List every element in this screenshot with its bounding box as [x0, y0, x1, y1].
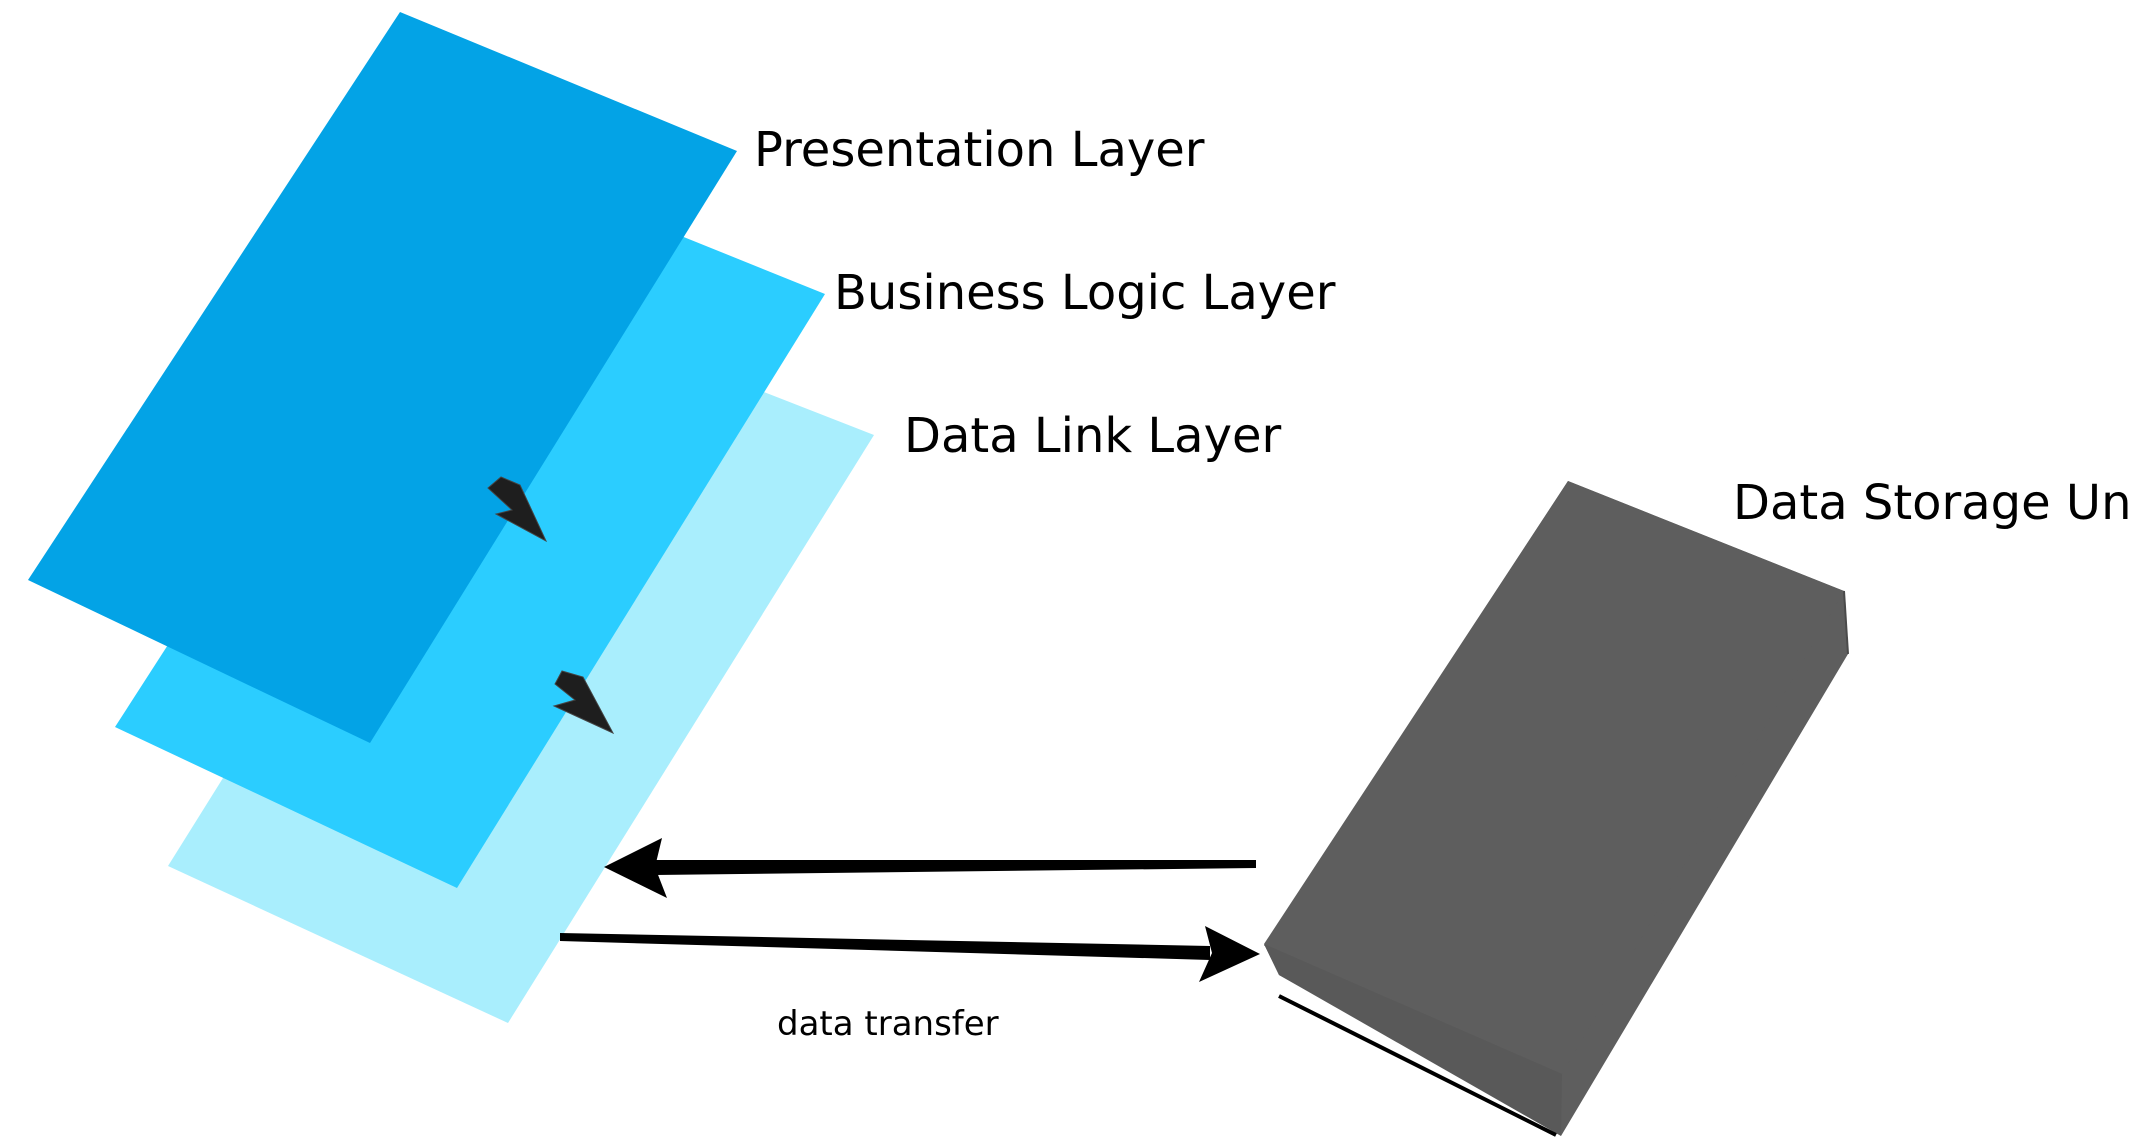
data-storage-unit-label: Data Storage Unit	[1733, 475, 2133, 531]
presentation-layer-label: Presentation Layer	[754, 122, 1205, 178]
storage-right-edge	[1843, 590, 1849, 655]
presentation-layer-plane	[28, 12, 737, 743]
storage-main-face	[1264, 481, 1844, 1074]
arrow-left-head-icon	[604, 838, 667, 898]
arrow-right-head-icon	[1199, 926, 1260, 982]
arrow-storage-to-datalink	[604, 838, 1256, 898]
business-logic-layer-label: Business Logic Layer	[834, 265, 1336, 321]
arrow-right-shaft	[560, 933, 1210, 960]
data-link-layer-label: Data Link Layer	[904, 408, 1282, 464]
storage-front-bevel	[1264, 944, 1562, 1136]
storage-bottom-edge	[1278, 994, 1557, 1137]
arrow-presentation-to-business-icon	[487, 476, 548, 543]
arrow-business-to-datalink-icon	[552, 670, 615, 735]
arrow-left-shaft	[655, 860, 1256, 875]
arrow-datalink-to-storage	[560, 926, 1260, 982]
data-transfer-label: data transfer	[777, 1004, 999, 1044]
data-storage-unit	[1264, 481, 1849, 1137]
